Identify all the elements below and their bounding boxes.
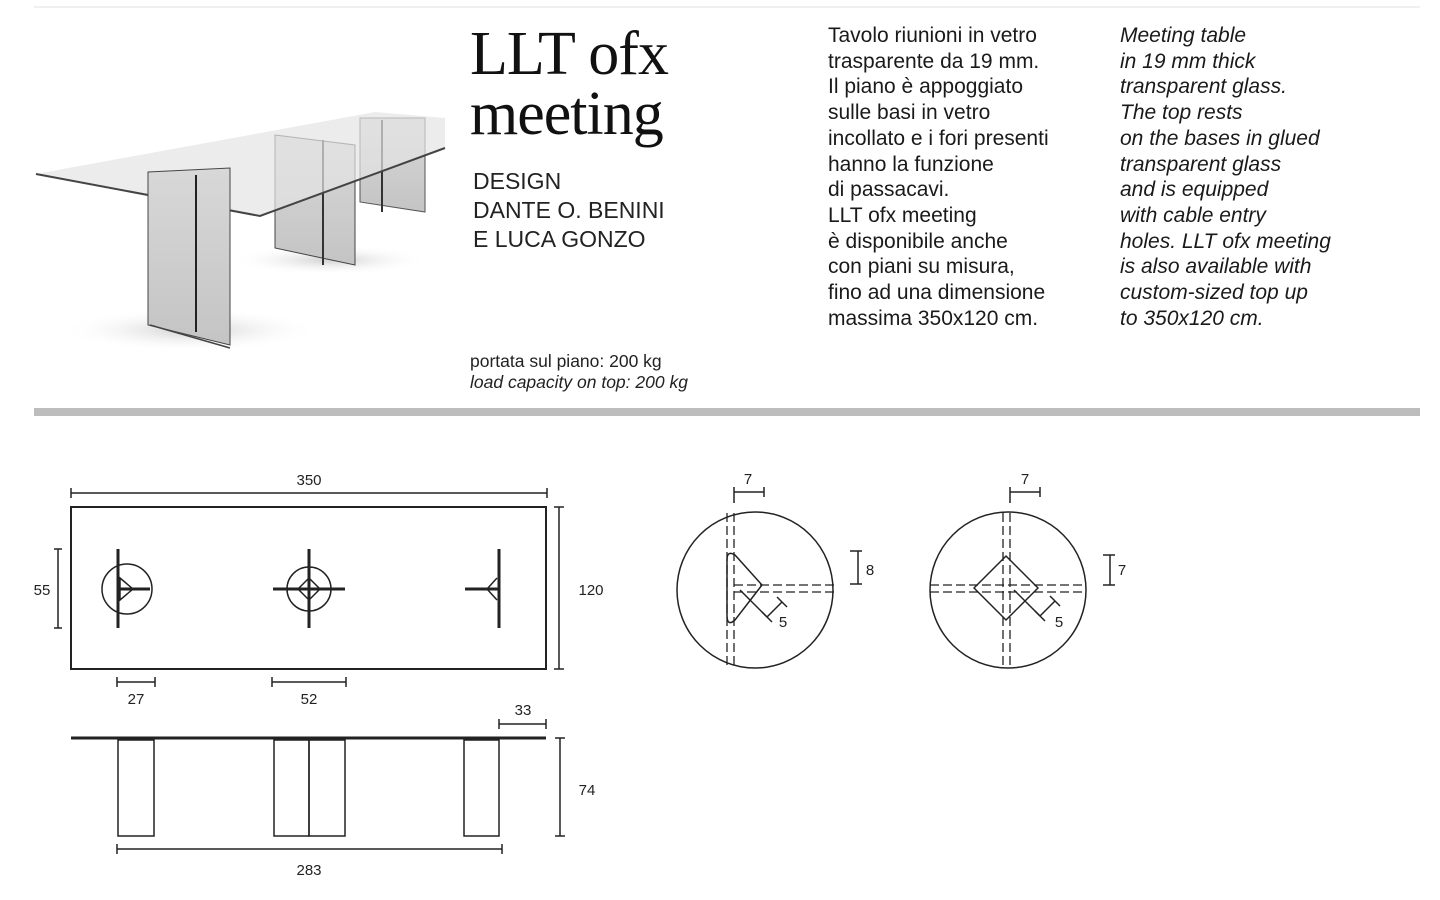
- dim-detail2-offset: 7: [1118, 562, 1126, 579]
- section-divider: [34, 408, 1420, 416]
- description-line: massima 350x120 cm.: [828, 306, 1039, 330]
- dim-length: 350: [296, 472, 321, 489]
- description-line: trasparente da 19 mm.: [828, 49, 1040, 73]
- dim-width: 120: [578, 582, 603, 599]
- description-line: di passacavi.: [828, 178, 950, 202]
- design-label: DESIGN: [473, 168, 562, 194]
- load-capacity-it: portata sul piano: 200 kg: [470, 351, 662, 371]
- elevation-view: 33 74 283: [71, 702, 595, 879]
- dim-base-distance: 283: [296, 862, 321, 879]
- dim-detail2-hole: 5: [1055, 614, 1063, 631]
- dim-overhang: 33: [515, 702, 532, 719]
- product-photo: [35, 112, 446, 352]
- product-title: LLT ofx meeting: [470, 20, 669, 148]
- description-line: and is equipped: [1120, 178, 1269, 202]
- description-line: to 350x120 cm.: [1120, 306, 1264, 330]
- description-line: con piani su misura,: [828, 255, 1015, 279]
- dim-base-span: 55: [34, 582, 51, 599]
- dim-end-base: 27: [128, 691, 145, 708]
- description-line: LLT ofx meeting: [828, 203, 977, 227]
- description-line: transparent glass.: [1120, 75, 1287, 99]
- description-line: Meeting table: [1120, 24, 1247, 47]
- title-line: LLT ofx: [470, 20, 669, 88]
- designer-name: E LUCA GONZO: [473, 226, 646, 252]
- description-line: Tavolo riunioni in vetro: [828, 24, 1037, 47]
- description-line: sulle basi in vetro: [828, 101, 991, 125]
- description-line: is also available with: [1120, 255, 1312, 279]
- description-line: Il piano è appoggiato: [828, 75, 1023, 99]
- dim-detail2-width: 7: [1021, 471, 1029, 488]
- title-line: meeting: [470, 80, 664, 148]
- dim-detail1-hole: 5: [779, 614, 787, 631]
- top-rule: [34, 6, 1420, 8]
- detail-end-base: 7 5 8: [676, 471, 874, 669]
- description-line: in 19 mm thick: [1120, 49, 1256, 73]
- description-line: custom-sized top up: [1120, 281, 1308, 305]
- load-capacity-en: load capacity on top: 200 kg: [470, 372, 688, 392]
- description-line: holes. LLT ofx meeting: [1120, 229, 1331, 253]
- description-line: The top rests: [1120, 101, 1243, 125]
- dim-detail1-width: 7: [744, 471, 752, 488]
- dim-height: 74: [579, 782, 596, 799]
- load-capacity: portata sul piano: 200 kg load capacity …: [470, 351, 688, 393]
- description-line: on the bases in glued: [1120, 126, 1320, 150]
- plan-view: 350 120 55 27 52: [34, 472, 604, 708]
- description-line: with cable entry: [1120, 203, 1266, 227]
- detail-center-base: 7 5 7: [929, 471, 1126, 669]
- description-line: fino ad una dimensione: [828, 281, 1046, 305]
- description-line: transparent glass: [1120, 152, 1282, 176]
- description-line: è disponibile anche: [828, 229, 1008, 253]
- dim-center-base: 52: [301, 691, 318, 708]
- dim-detail1-offset: 8: [866, 562, 874, 579]
- designer-credits: DESIGN DANTE O. BENINI E LUCA GONZO: [473, 167, 665, 254]
- description-line: incollato e i fori presenti: [828, 126, 1049, 150]
- description-line: hanno la funzione: [828, 152, 994, 176]
- designer-name: DANTE O. BENINI: [473, 197, 665, 223]
